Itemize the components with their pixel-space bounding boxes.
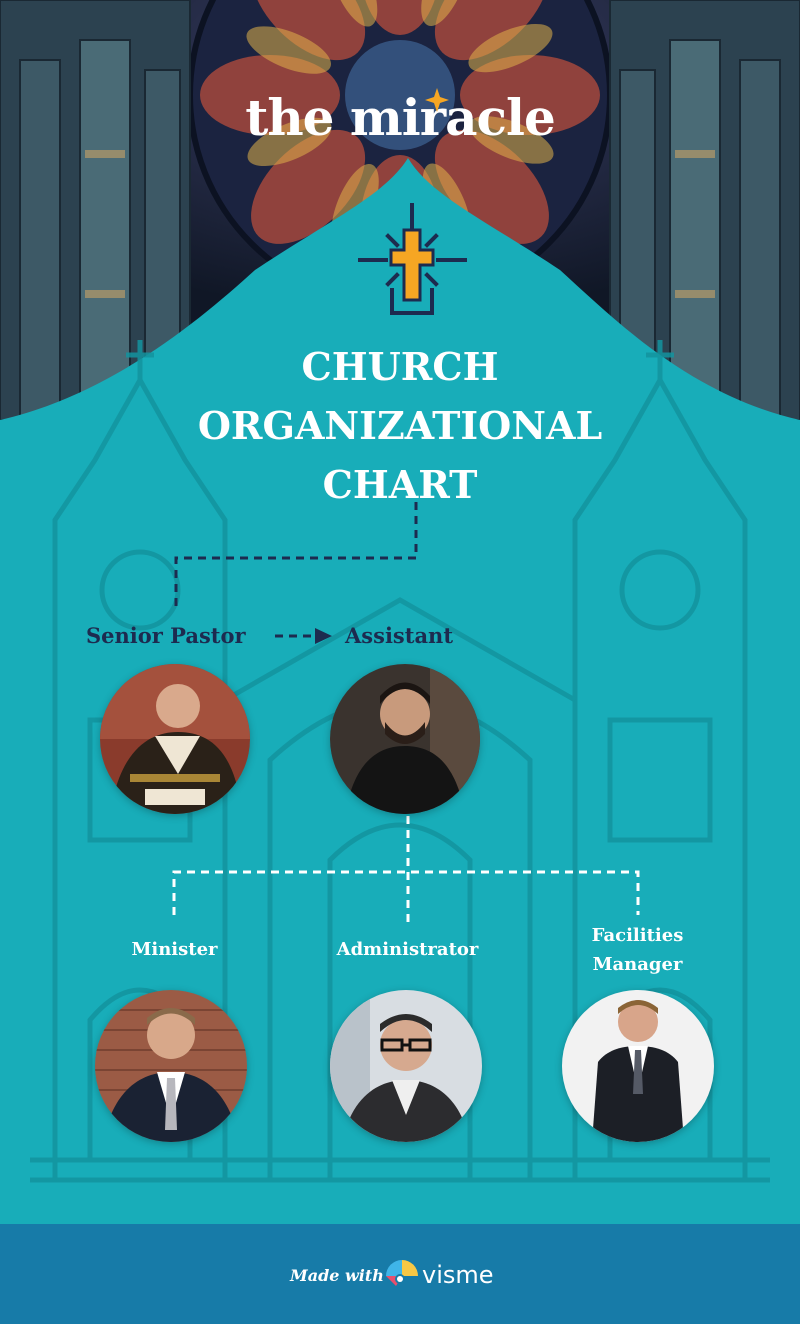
chart-title-line-3: CHART xyxy=(322,462,478,507)
staff-connectors xyxy=(172,816,640,922)
role-minister: Minister xyxy=(131,939,218,960)
chart-title-line-2: ORGANIZATIONAL xyxy=(197,403,603,448)
senior-pastor-photo xyxy=(100,664,250,814)
footer-bar xyxy=(0,1224,800,1324)
role-facilities-manager-line-2: Manager xyxy=(592,954,683,975)
chart-title-line-1: CHURCH xyxy=(301,344,499,389)
administrator-photo xyxy=(330,990,482,1142)
made-with-label: Made with xyxy=(290,1266,384,1285)
role-facilities-manager-line-1: Facilities xyxy=(591,925,684,946)
top-connector xyxy=(174,502,418,610)
role-senior-pastor: Senior Pastor xyxy=(86,623,246,648)
arrow-right-icon xyxy=(315,628,332,644)
gothic-columns-image xyxy=(0,0,800,421)
facilities-manager-photo xyxy=(562,990,714,1142)
visme-brand-text[interactable]: visme xyxy=(422,1261,494,1289)
role-administrator: Administrator xyxy=(336,939,479,960)
role-assistant: Assistant xyxy=(345,623,454,648)
assistant-photo xyxy=(330,664,480,814)
logo-text: the miracle xyxy=(245,88,556,147)
minister-photo xyxy=(95,990,247,1142)
